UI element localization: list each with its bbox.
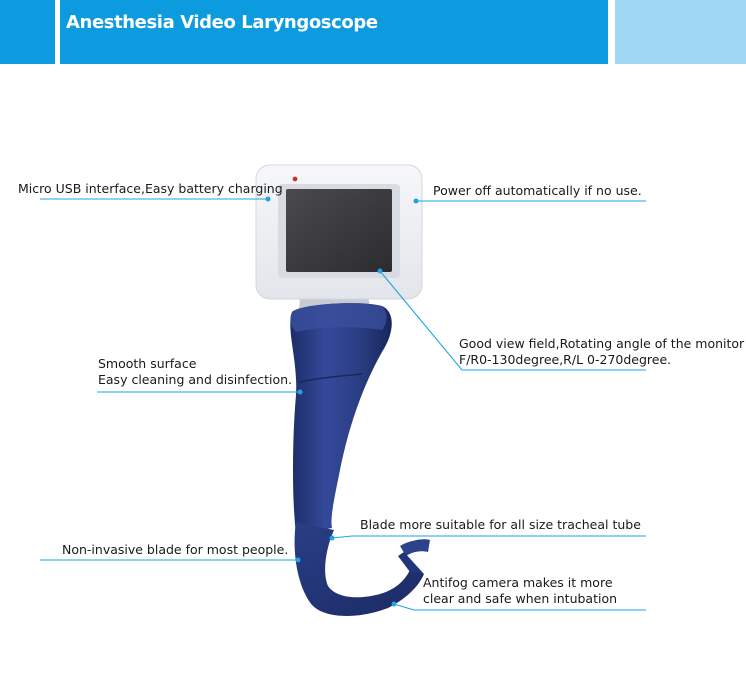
leader-lines: [40, 198, 646, 611]
screen: [286, 189, 392, 272]
callout-view-field-line2: F/R0-130degree,R/L 0-270degree.: [459, 352, 672, 367]
callout-blade-size: Blade more suitable for all size trachea…: [360, 517, 641, 532]
handle-cap: [290, 303, 387, 332]
blade: [294, 522, 424, 616]
dot-power-off: [413, 198, 419, 204]
callout-smooth-line1: Smooth surface: [98, 356, 197, 371]
callout-view-field-line1: Good view field,Rotating angle of the mo…: [459, 336, 745, 351]
power-led-icon: [292, 176, 298, 182]
dot-usb: [265, 196, 271, 202]
blade-edge: [398, 552, 424, 574]
leader-dots: [265, 196, 419, 607]
leader-antifog: [393, 603, 646, 611]
page-title: Anesthesia Video Laryngoscope: [66, 12, 378, 33]
dot-smooth: [297, 389, 303, 395]
blade-tip: [400, 539, 430, 556]
header-right-block: [615, 0, 746, 64]
callout-antifog-line2: clear and safe when intubation: [423, 591, 618, 606]
dot-antifog: [391, 601, 397, 607]
handle: [290, 303, 392, 534]
callout-usb: Micro USB interface,Easy battery chargin…: [18, 181, 283, 196]
handle-seam: [299, 373, 363, 383]
leader-view-field: [379, 270, 646, 371]
callout-power-off: Power off automatically if no use.: [433, 183, 642, 198]
leader-blade-size: [331, 535, 646, 539]
callout-non-invasive: Non-invasive blade for most people.: [62, 542, 289, 557]
header-title-bar: [60, 0, 608, 64]
callout-smooth-line2: Easy cleaning and disinfection.: [98, 372, 293, 387]
dot-view-field: [377, 268, 383, 274]
dot-blade-size: [329, 535, 335, 541]
header-left-strip: [0, 0, 55, 64]
callout-antifog-line1: Antifog camera makes it more: [423, 575, 613, 590]
dot-non-invasive: [295, 557, 301, 563]
